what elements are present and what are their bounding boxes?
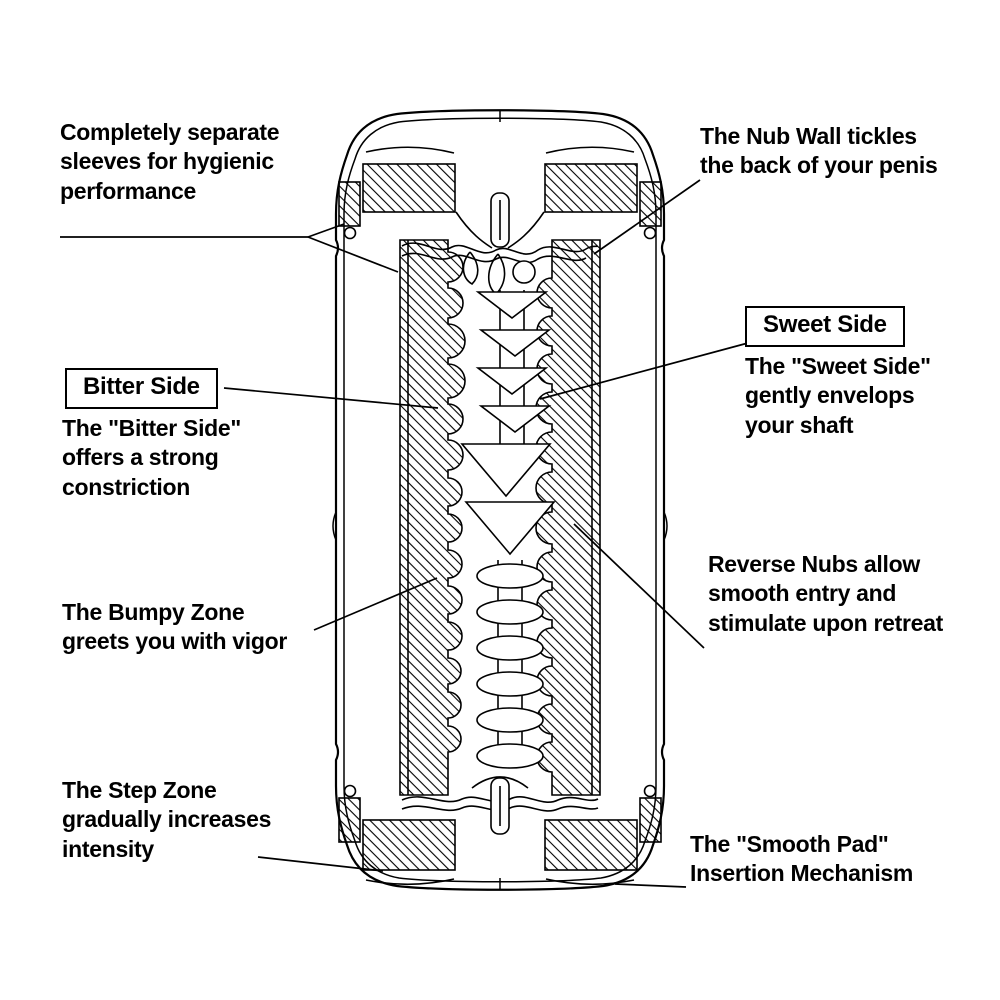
disc	[476, 707, 544, 733]
leader-step-zone	[257, 856, 384, 872]
bottom-cap	[338, 776, 662, 886]
smooth-pad	[401, 776, 599, 812]
leader-nub-wall	[593, 179, 701, 255]
fin	[478, 405, 552, 434]
leader-bumpy-zone	[313, 577, 438, 631]
leader-bitter-side	[223, 387, 439, 409]
callout-step-zone: The Step Zone gradually increases intens…	[62, 777, 272, 862]
callout-reverse-nubs: Reverse Nubs allow smooth entry and stim…	[708, 551, 943, 636]
fin	[475, 291, 549, 320]
disc	[476, 563, 544, 589]
sweet-side-sleeve	[535, 239, 601, 796]
funnel	[460, 443, 552, 498]
inner-texture-column	[460, 290, 556, 769]
fin	[475, 367, 549, 396]
callout-sweet-side: The "Sweet Side" gently envelops your sh…	[745, 353, 931, 438]
fin	[478, 329, 552, 358]
leader-separate-sleeves-2	[307, 223, 345, 238]
sweet-side-label: Sweet Side	[745, 306, 905, 347]
leader-reverse-nubs	[573, 523, 705, 649]
top-left-seal-block	[362, 163, 456, 213]
leader-smooth-pad	[614, 883, 687, 888]
bitter-side-sleeve	[399, 239, 466, 796]
callout-nub-wall: The Nub Wall tickles the back of your pe…	[700, 123, 938, 179]
leader-lines	[60, 179, 749, 888]
top-right-seal-block	[544, 163, 638, 213]
callout-bitter-side: The "Bitter Side" offers a strong constr…	[62, 415, 242, 500]
disc	[476, 743, 544, 769]
disc	[476, 599, 544, 625]
top-cap	[338, 146, 662, 296]
leader-sweet-side	[539, 342, 749, 400]
disc	[476, 635, 544, 661]
bitter-side-label: Bitter Side	[65, 368, 218, 409]
bottom-left-seal-block	[362, 819, 456, 871]
callout-separate-sleeves: Completely separate sleeves for hygienic…	[60, 119, 280, 204]
leader-separate-sleeves-1	[307, 236, 399, 273]
callout-smooth-pad: The "Smooth Pad" Insertion Mechanism	[690, 831, 914, 887]
disc	[476, 671, 544, 697]
bottom-right-seal-block	[544, 819, 638, 871]
callout-bumpy-zone: The Bumpy Zone greets you with vigor	[62, 599, 288, 655]
funnel	[464, 501, 556, 556]
